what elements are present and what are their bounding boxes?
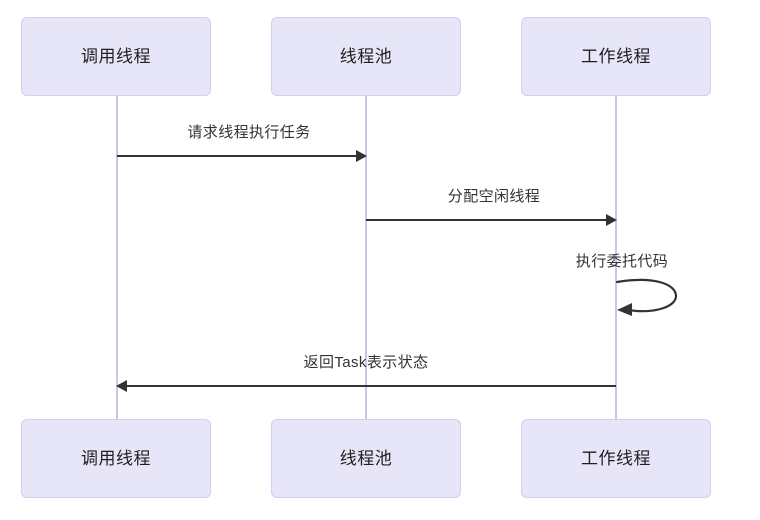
participant-box-caller-bottom[interactable]: 调用线程 <box>21 419 211 498</box>
message-label-4: 返回Task表示状态 <box>303 354 429 371</box>
participant-label-worker-top: 工作线程 <box>581 47 651 66</box>
participant-box-worker-bottom[interactable]: 工作线程 <box>521 419 711 498</box>
lifeline-worker <box>615 96 617 420</box>
participant-label-caller-top: 调用线程 <box>81 47 151 66</box>
message-label-3: 执行委托代码 <box>575 253 669 270</box>
message-label-1: 请求线程执行任务 <box>187 124 311 141</box>
message-label-2: 分配空闲线程 <box>447 188 541 205</box>
participant-label-pool-bottom: 线程池 <box>339 449 393 468</box>
participant-box-worker-top[interactable]: 工作线程 <box>521 17 711 96</box>
participant-label-worker-bottom: 工作线程 <box>581 449 651 468</box>
lifeline-caller <box>116 96 118 420</box>
participant-box-caller-top[interactable]: 调用线程 <box>21 17 211 96</box>
participant-box-pool-top[interactable]: 线程池 <box>271 17 461 96</box>
arrowhead-right-icon-2 <box>606 214 617 226</box>
message-line-4 <box>126 385 616 387</box>
self-loop-icon-3 <box>615 278 678 316</box>
participant-label-pool-top: 线程池 <box>339 47 393 66</box>
lifeline-pool <box>365 96 367 420</box>
arrowhead-left-icon-4 <box>116 380 127 392</box>
message-line-2 <box>366 219 612 221</box>
participant-box-pool-bottom[interactable]: 线程池 <box>271 419 461 498</box>
arrowhead-right-icon-1 <box>356 150 367 162</box>
message-line-1 <box>117 155 362 157</box>
participant-label-caller-bottom: 调用线程 <box>81 449 151 468</box>
